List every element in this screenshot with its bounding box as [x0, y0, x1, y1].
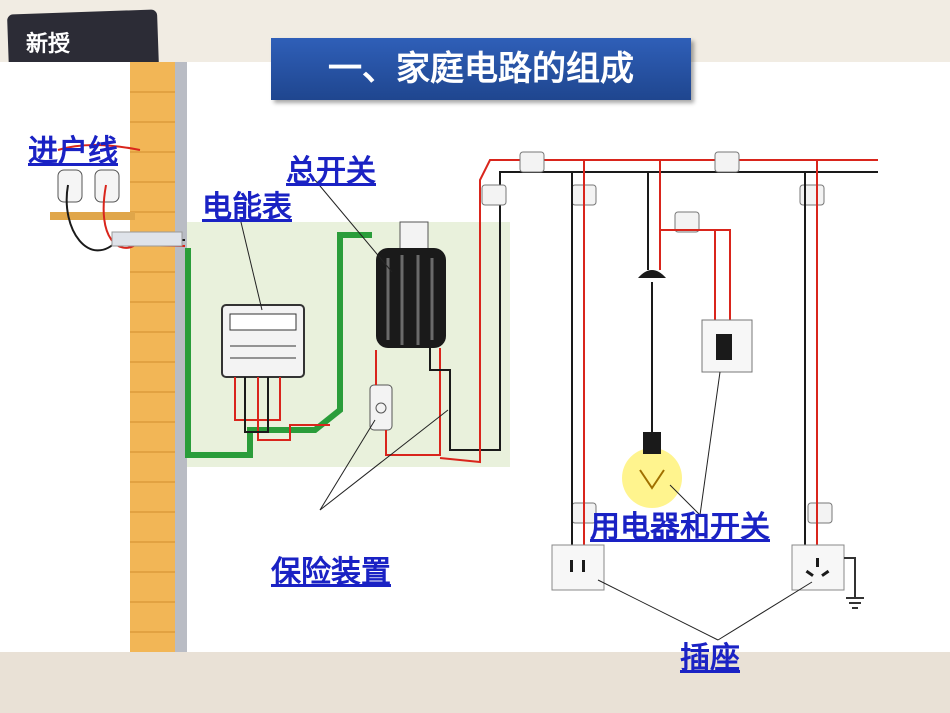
background-bottom — [0, 652, 950, 713]
label-main-switch[interactable]: 总开关 — [286, 154, 376, 189]
leader-lines — [239, 179, 813, 641]
energy-meter — [221, 304, 305, 378]
ceiling-lamp — [622, 270, 682, 508]
label-appliance-switch[interactable]: 用电器和开关 — [590, 510, 770, 545]
service-insulators — [50, 144, 186, 252]
green-wire — [185, 232, 372, 458]
wall-switch — [701, 319, 753, 373]
main-switch — [376, 221, 446, 348]
fuse-box — [369, 384, 393, 431]
title-banner: 一、家庭电路的组成 — [271, 38, 691, 100]
label-socket[interactable]: 插座 — [680, 641, 740, 676]
label-meter[interactable]: 电能表 — [202, 190, 292, 225]
meter-wires — [234, 377, 330, 441]
page-title: 一、家庭电路的组成 — [328, 49, 634, 89]
section-badge-label: 新授 — [26, 32, 71, 57]
three-pin-socket — [791, 544, 864, 609]
brick-wall — [130, 62, 187, 652]
label-fuse[interactable]: 保险装置 — [271, 555, 391, 590]
two-pin-socket — [551, 544, 605, 591]
label-service-line[interactable]: 进户线 — [28, 134, 118, 169]
